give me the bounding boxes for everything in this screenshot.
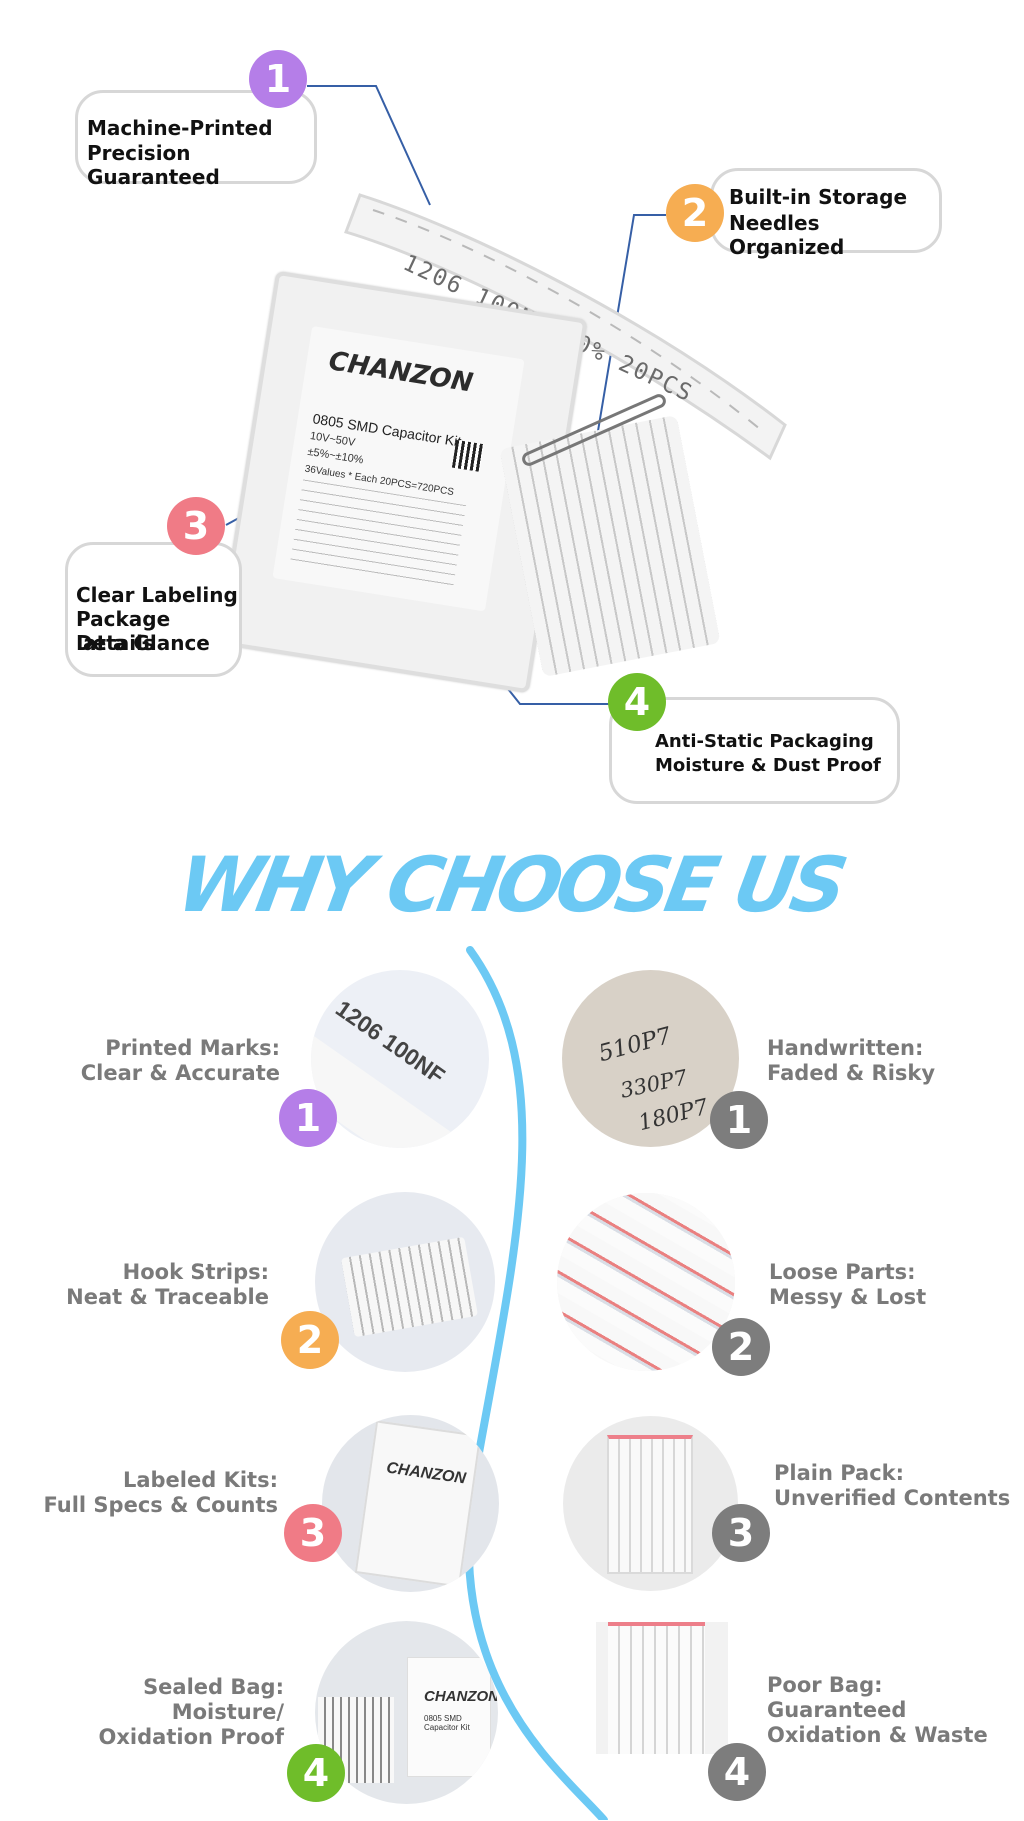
sealed-bag-photo: CHANZON 0805 SMD Capacitor Kit bbox=[315, 1621, 498, 1804]
sealed-bag-brand: CHANZON bbox=[424, 1688, 498, 1705]
printed-marks-photo: 1206 100NF bbox=[311, 970, 489, 1148]
hook-strips-photo bbox=[315, 1192, 495, 1372]
handwritten-photo: 510P7 330P7 180P7 bbox=[562, 970, 739, 1147]
good-feature-number: 2 bbox=[281, 1311, 339, 1369]
poor-bag-image bbox=[608, 1622, 705, 1754]
callout-text: Package Details bbox=[76, 607, 171, 655]
handwritten-line: 330P7 bbox=[618, 1065, 690, 1103]
bad-feature-label: Plain Pack:Unverified Contents bbox=[774, 1461, 1011, 1510]
why-choose-us-heading: WHY CHOOSE US bbox=[171, 840, 850, 929]
callout-number-badge: 3 bbox=[167, 497, 225, 555]
handwritten-line: 180P7 bbox=[636, 1094, 711, 1137]
callout-text: at a Glance bbox=[76, 631, 210, 655]
labeled-kit-image bbox=[354, 1420, 482, 1588]
bag-qr-code bbox=[451, 439, 484, 472]
plain-pack-image bbox=[607, 1435, 693, 1574]
callout-text: Precision Guaranteed bbox=[87, 141, 220, 189]
loose-parts-photo bbox=[557, 1193, 735, 1371]
callout-clear-labeling: Clear Labeling Package Details at a Glan… bbox=[65, 542, 242, 677]
callout-text: Clear Labeling bbox=[76, 583, 238, 607]
labeled-kits-photo: CHANZON bbox=[322, 1415, 499, 1592]
callout-number-badge: 2 bbox=[666, 184, 724, 242]
loose-parts-image bbox=[557, 1193, 735, 1371]
hook-strips-image bbox=[341, 1236, 478, 1338]
good-feature-label: Sealed Bag:Moisture/Oxidation Proof bbox=[98, 1675, 284, 1749]
good-feature-label: Hook Strips:Neat & Traceable bbox=[66, 1260, 269, 1309]
callout-text: Machine-Printed bbox=[87, 116, 273, 140]
callout-text: Anti-Static Packaging bbox=[655, 731, 874, 752]
callout-text: Needles Organized bbox=[729, 211, 845, 259]
bad-feature-number: 2 bbox=[712, 1318, 770, 1376]
bad-feature-label: Handwritten:Faded & Risky bbox=[767, 1036, 936, 1085]
handwritten-line: 510P7 bbox=[595, 1022, 675, 1068]
bad-feature-label: Loose Parts:Messy & Lost bbox=[769, 1260, 927, 1309]
good-feature-number: 1 bbox=[279, 1089, 337, 1147]
good-feature-label: Printed Marks:Clear & Accurate bbox=[80, 1036, 280, 1085]
good-feature-number: 3 bbox=[284, 1504, 342, 1562]
sealed-bag-kit-title: 0805 SMD Capacitor Kit bbox=[424, 1714, 470, 1732]
callout-number-badge: 1 bbox=[249, 50, 307, 108]
bad-feature-number: 3 bbox=[712, 1504, 770, 1562]
good-feature-number: 4 bbox=[287, 1744, 345, 1802]
callout-text: Moisture & Dust Proof bbox=[655, 755, 881, 776]
bad-feature-number: 4 bbox=[708, 1743, 766, 1801]
sealed-bag-card bbox=[407, 1657, 491, 1777]
bad-feature-number: 1 bbox=[710, 1091, 768, 1149]
callout-storage-needles: Built-in Storage Needles Organized bbox=[710, 168, 942, 259]
poor-bag-photo bbox=[596, 1622, 728, 1754]
callout-text: Built-in Storage bbox=[729, 185, 908, 209]
callout-number-badge: 4 bbox=[608, 673, 666, 731]
plain-pack-photo bbox=[563, 1416, 738, 1591]
good-feature-label: Labeled Kits:Full Specs & Counts bbox=[43, 1468, 278, 1517]
